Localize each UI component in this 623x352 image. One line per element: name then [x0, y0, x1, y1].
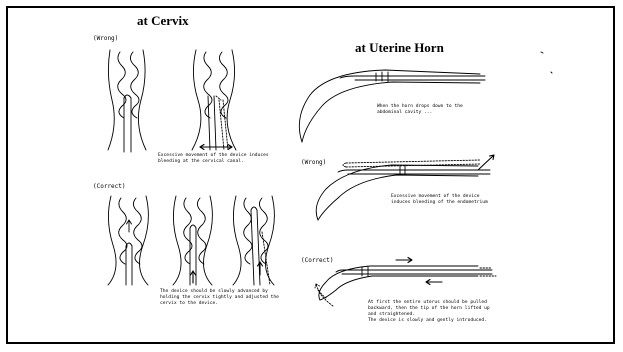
- horn-intro-figure: [299, 70, 485, 142]
- cervix-correct-figure-1: [108, 196, 148, 285]
- cervix-correct-figure-2: [173, 196, 212, 285]
- horn-correct-figure: [315, 258, 496, 307]
- cervix-wrong-figure-2: [192, 50, 236, 150]
- stray-mark: [541, 52, 543, 53]
- cervix-wrong-figure-1: [108, 50, 146, 152]
- horn-wrong-figure: [316, 155, 494, 220]
- stray-mark: [551, 72, 552, 73]
- cervix-correct-figure-3: [233, 196, 274, 285]
